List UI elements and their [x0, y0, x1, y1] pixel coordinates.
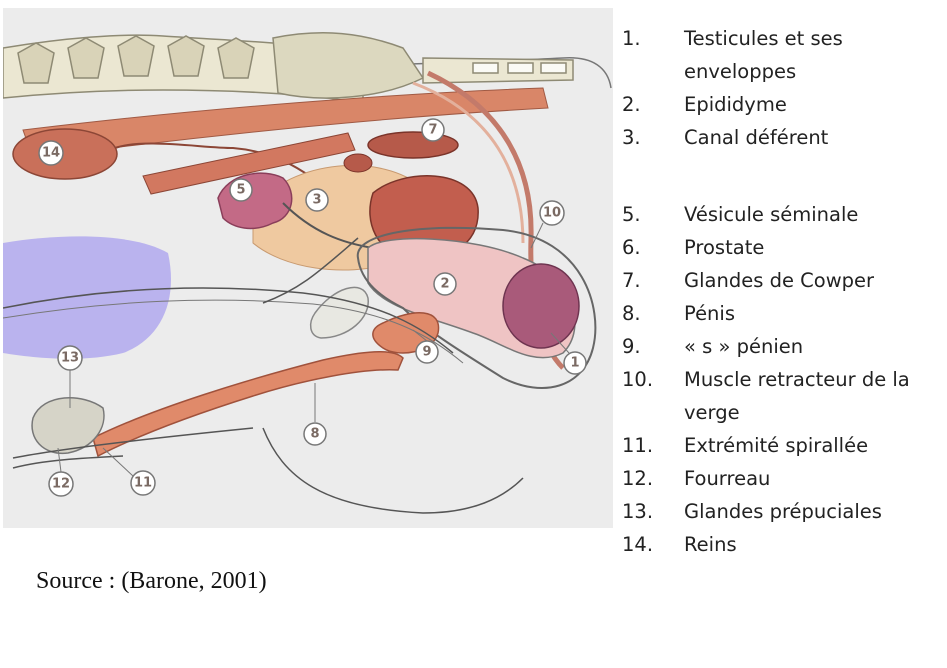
legend-item-12: 12. Fourreau	[622, 462, 947, 495]
legend-text: Extrémité spirallée	[684, 429, 947, 462]
legend-text: Prostate	[684, 231, 947, 264]
legend-text: Vésicule séminale	[684, 198, 947, 231]
legend-item-8: 8. Pénis	[622, 297, 947, 330]
callout-label-9: 9	[422, 345, 431, 360]
callout-label-1: 1	[570, 356, 579, 371]
callout-10: 10	[540, 201, 564, 225]
callout-label-5: 5	[236, 183, 245, 198]
anatomy-illustration: 1 2 3 5 7 8 9 10	[3, 8, 613, 528]
callout-label-7: 7	[428, 123, 437, 138]
legend-item-11: 11. Extrémité spirallée	[622, 429, 947, 462]
callout-label-13: 13	[61, 351, 79, 366]
legend-number: 12.	[622, 462, 684, 495]
legend-number: 8.	[622, 297, 684, 330]
legend-item-14: 14. Reins	[622, 528, 947, 561]
legend-number: 9.	[622, 330, 684, 363]
callout-5: 5	[230, 179, 252, 201]
sheath	[13, 456, 123, 468]
callout-label-2: 2	[440, 277, 449, 292]
legend-item-5: 5. Vésicule séminale	[622, 198, 947, 231]
legend-number: 10.	[622, 363, 684, 429]
anatomy-diagram: 1 2 3 5 7 8 9 10	[3, 8, 613, 528]
callout-11: 11	[131, 471, 155, 495]
legend-item-7: 7. Glandes de Cowper	[622, 264, 947, 297]
legend-text: Glandes prépuciales	[684, 495, 947, 528]
legend-number: 13.	[622, 495, 684, 528]
legend-item-13: 13. Glandes prépuciales	[622, 495, 947, 528]
legend-gap	[622, 154, 947, 198]
legend-number: 14.	[622, 528, 684, 561]
legend-item-1: 1. Testicules et ses enveloppes	[622, 22, 947, 88]
source-caption: Source : (Barone, 2001)	[36, 568, 267, 595]
legend-list: 1. Testicules et ses enveloppes 2. Epidi…	[622, 22, 947, 561]
callout-label-10: 10	[543, 206, 561, 221]
legend-text: Epididyme	[684, 88, 947, 121]
legend-item-3: 3. Canal déférent	[622, 121, 947, 154]
bladder-area	[3, 236, 171, 358]
legend-text: Pénis	[684, 297, 947, 330]
legend-number: 5.	[622, 198, 684, 231]
callout-label-11: 11	[134, 476, 152, 491]
legend-text: « s » pénien	[684, 330, 947, 363]
legend-number: 7.	[622, 264, 684, 297]
callout-1: 1	[564, 352, 586, 374]
cowper-gland-small	[344, 154, 372, 172]
callout-label-3: 3	[312, 193, 321, 208]
legend-number: 3.	[622, 121, 684, 154]
legend-number: 1.	[622, 22, 684, 88]
legend-item-9: 9. « s » pénien	[622, 330, 947, 363]
cowper-glands	[368, 132, 458, 158]
legend-text: Glandes de Cowper	[684, 264, 947, 297]
callout-2: 2	[434, 273, 456, 295]
legend-item-2: 2. Epididyme	[622, 88, 947, 121]
callout-label-8: 8	[310, 427, 319, 442]
legend-item-10: 10. Muscle retracteur de la verge	[622, 363, 947, 429]
callout-13: 13	[58, 346, 82, 370]
callout-label-14: 14	[42, 146, 60, 161]
belly-outline	[263, 428, 523, 513]
kidney	[13, 129, 117, 179]
legend-text: Canal déférent	[684, 121, 947, 154]
legend-text: Reins	[684, 528, 947, 561]
seminal-vesicle	[218, 173, 292, 228]
callout-14: 14	[39, 141, 63, 165]
legend-item-6: 6. Prostate	[622, 231, 947, 264]
callout-7: 7	[422, 119, 444, 141]
legend-number: 2.	[622, 88, 684, 121]
testis	[503, 264, 579, 348]
callout-3: 3	[306, 189, 328, 211]
legend-text: Testicules et ses enveloppes	[684, 22, 947, 88]
callout-12: 12	[49, 472, 73, 496]
legend-text: Muscle retracteur de la verge	[684, 363, 947, 429]
legend-text: Fourreau	[684, 462, 947, 495]
legend-number: 6.	[622, 231, 684, 264]
callout-9: 9	[416, 341, 438, 363]
callout-label-12: 12	[52, 477, 70, 492]
legend-number: 11.	[622, 429, 684, 462]
callout-8: 8	[304, 423, 326, 445]
